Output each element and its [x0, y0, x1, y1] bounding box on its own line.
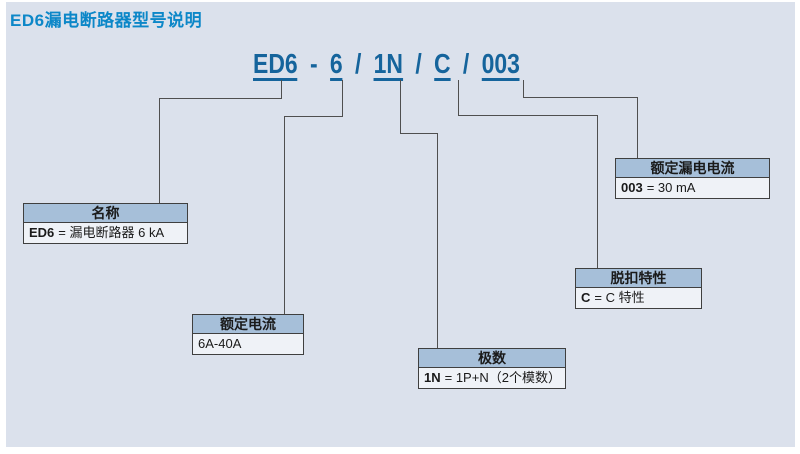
- connector-rated-current: [284, 116, 343, 117]
- box-rated-leakage-desc: = 30 mA: [646, 180, 696, 195]
- box-rated-current: 额定电流 6A-40A: [192, 314, 304, 355]
- box-name: 名称 ED6= 漏电断路器 6 kA: [23, 203, 188, 244]
- box-trip-curve-desc: = C 特性: [594, 290, 645, 305]
- box-name-code: ED6: [29, 225, 55, 240]
- box-name-body: ED6= 漏电断路器 6 kA: [24, 223, 187, 243]
- box-name-desc: = 漏电断路器 6 kA: [58, 225, 165, 240]
- connector-rated-current: [284, 116, 285, 314]
- box-trip-curve-header: 脱扣特性: [576, 269, 701, 288]
- connector-trip-curve: [458, 80, 459, 115]
- connector-trip-curve: [458, 115, 598, 116]
- box-rated-leakage-header: 额定漏电电流: [616, 159, 769, 178]
- box-rated-leakage: 额定漏电电流 003= 30 mA: [615, 158, 770, 199]
- model-separator-slash: /: [462, 48, 470, 79]
- box-poles-desc: = 1P+N（2个模数）: [444, 370, 561, 385]
- connector-rated-leakage: [523, 97, 638, 98]
- page-title: ED6漏电断路器型号说明: [10, 11, 203, 30]
- connector-rated-leakage: [523, 80, 524, 97]
- box-rated-current-desc: 6A-40A: [198, 336, 242, 351]
- box-rated-leakage-body: 003= 30 mA: [616, 178, 769, 198]
- connector-poles: [400, 80, 401, 133]
- box-name-header: 名称: [24, 204, 187, 223]
- model-segment-poles: 1N: [373, 48, 404, 81]
- connector-name: [281, 80, 282, 98]
- box-trip-curve-body: C= C 特性: [576, 288, 701, 308]
- connector-name: [159, 98, 160, 203]
- model-segment-trip: C: [434, 48, 451, 81]
- connector-trip-curve: [597, 115, 598, 268]
- box-trip-curve-code: C: [581, 290, 591, 305]
- model-code: ED6-6 / 1N / C / 003: [253, 48, 520, 81]
- box-rated-leakage-code: 003: [621, 180, 643, 195]
- model-separator-dash: -: [309, 48, 318, 79]
- box-poles-header: 极数: [419, 349, 565, 368]
- model-segment-series: ED6: [253, 48, 298, 81]
- model-segment-leakage: 003: [481, 48, 520, 81]
- connector-rated-current: [342, 80, 343, 116]
- model-separator-slash: /: [415, 48, 422, 79]
- connector-poles: [400, 133, 438, 134]
- box-trip-curve: 脱扣特性 C= C 特性: [575, 268, 702, 309]
- model-separator-slash: /: [354, 48, 362, 79]
- connector-name: [159, 98, 282, 99]
- connector-poles: [437, 133, 438, 348]
- box-poles-body: 1N= 1P+N（2个模数）: [419, 368, 565, 388]
- connector-rated-leakage: [637, 97, 638, 158]
- model-segment-current: 6: [329, 48, 343, 81]
- box-rated-current-body: 6A-40A: [193, 334, 303, 354]
- box-rated-current-header: 额定电流: [193, 315, 303, 334]
- box-poles: 极数 1N= 1P+N（2个模数）: [418, 348, 566, 389]
- box-poles-code: 1N: [424, 370, 441, 385]
